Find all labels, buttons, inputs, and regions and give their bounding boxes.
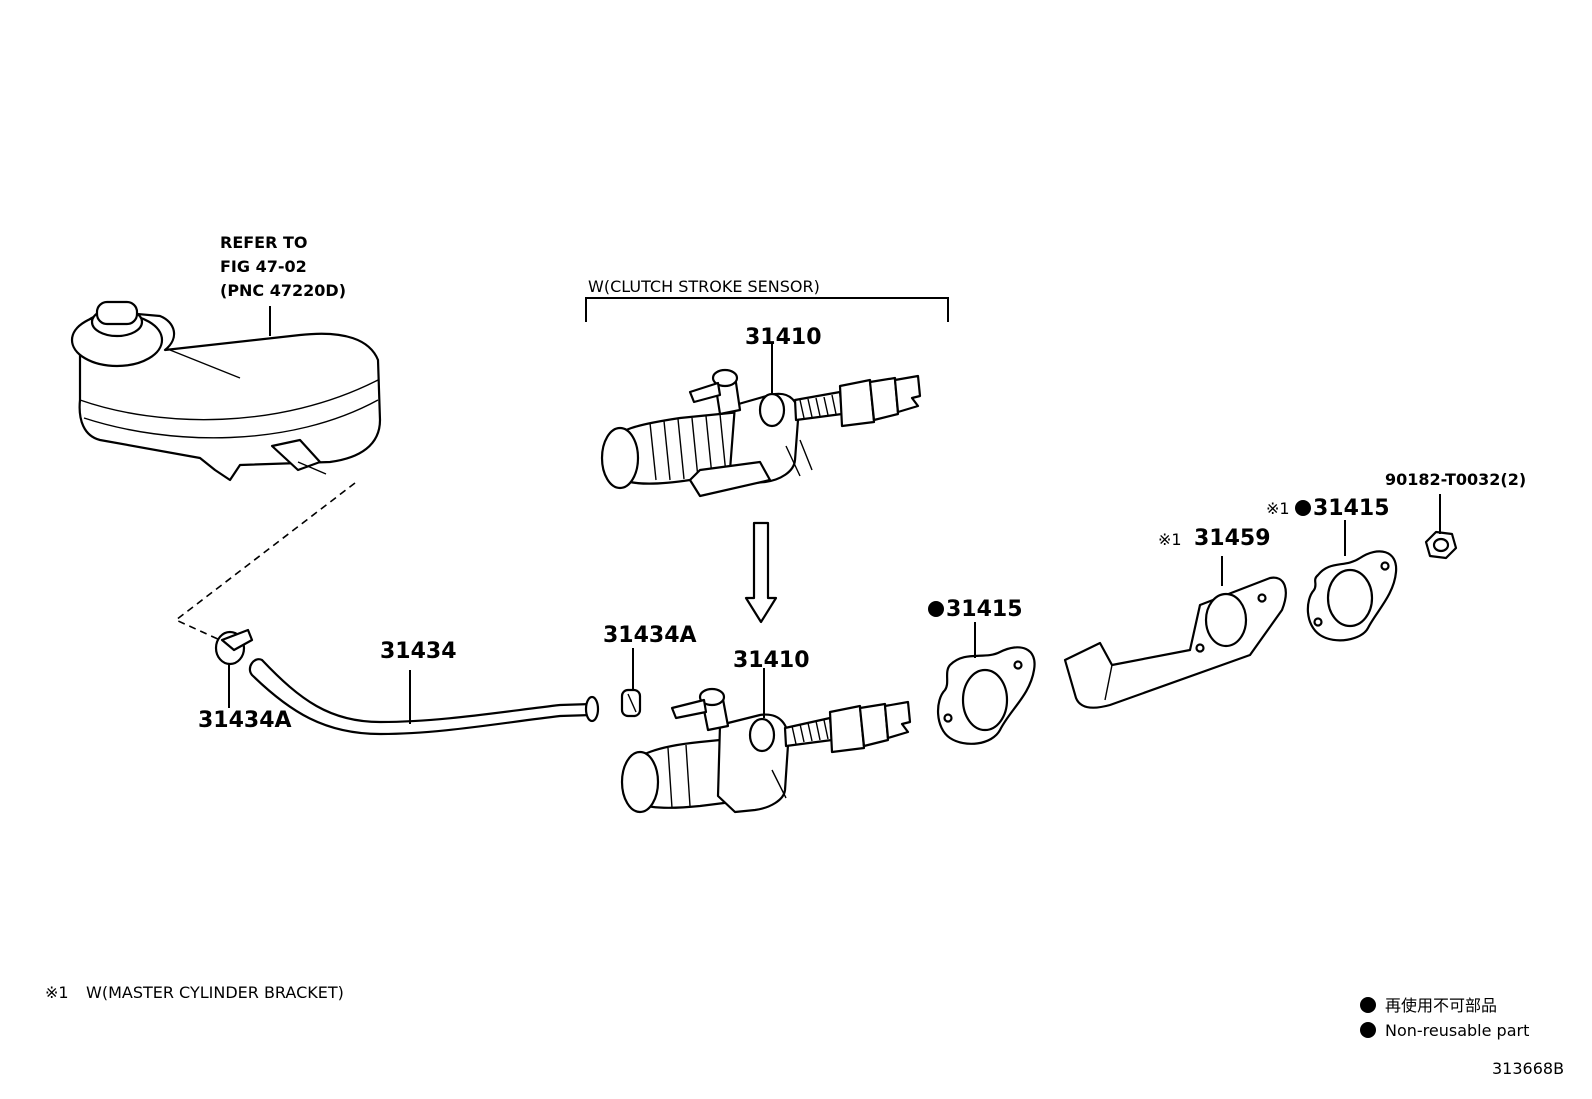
gasket-rear-ref-marker: ※1 [1266,499,1290,518]
master-cyl-top-label: 31410 [745,325,822,350]
dashed-connector [174,482,356,641]
reservoir-ref-line3: (PNC 47220D) [220,281,346,300]
non-reusable-marker-rear [1295,500,1311,516]
hose-clip-left[interactable] [214,628,254,666]
clip-left-label: 31434A [198,708,292,733]
non-reusable-marker-front [928,601,944,617]
nut[interactable] [1424,530,1458,560]
figure-id: 313668B [1492,1059,1564,1078]
fluid-reservoir[interactable] [70,300,382,482]
hose-clip-right[interactable] [620,688,642,718]
nut-label: 90182-T0032(2) [1385,470,1526,489]
footnote-text: W(MASTER CYLINDER BRACKET) [86,983,344,1002]
gasket-rear[interactable] [1306,550,1398,642]
master-cylinder-bracket[interactable] [1063,576,1287,709]
legend-en: Non-reusable part [1385,1021,1529,1040]
footnote-mark: ※1 [45,983,69,1002]
hose-label: 31434 [380,639,457,664]
hose[interactable] [248,658,600,736]
master-cylinder[interactable] [620,687,912,814]
legend-jp: 再使用不可部品 [1385,996,1497,1015]
gasket-front[interactable] [937,646,1036,745]
master-cyl-bottom-label: 31410 [733,648,810,673]
reservoir-ref-line2: FIG 47-02 [220,257,307,276]
clip-right-label: 31434A [603,623,697,648]
arrow-down [744,521,778,624]
gasket-front-label: 31415 [946,597,1023,622]
bracket-ref-marker: ※1 [1158,530,1182,549]
legend-bullet-en [1360,1022,1376,1038]
variant-label: W(CLUTCH STROKE SENSOR) [588,277,820,296]
legend-bullet-jp [1360,997,1376,1013]
variant-bracket [585,297,949,322]
gasket-rear-label: 31415 [1313,496,1390,521]
master-cylinder-with-sensor[interactable] [600,368,922,498]
bracket-label: 31459 [1194,526,1271,551]
reservoir-ref-line1: REFER TO [220,233,308,252]
